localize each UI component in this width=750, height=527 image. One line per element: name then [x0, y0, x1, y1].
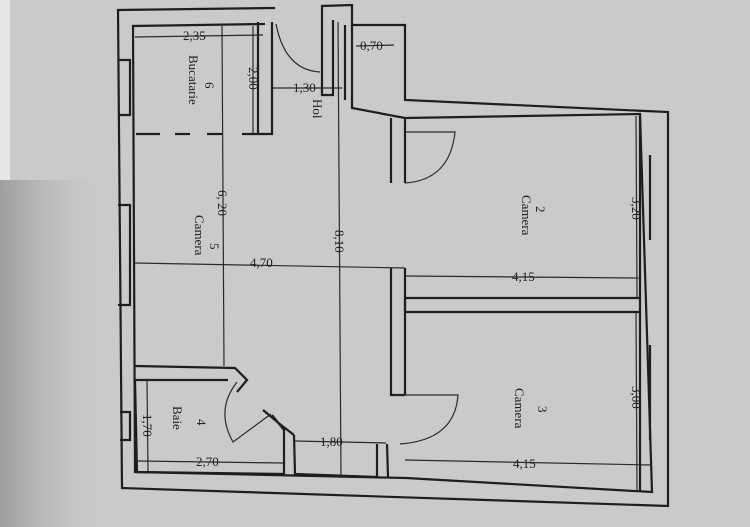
room-number-6: 6 [202, 82, 217, 89]
room3-door-swing [393, 394, 459, 445]
room-number-2: 2 [533, 206, 548, 213]
dim-room5-length: 6, 20 [215, 190, 230, 216]
room-name-bucatarie: Bucatarie [186, 55, 201, 105]
room-name-hol: Hol [310, 99, 325, 119]
dim-room3-width: 4,15 [513, 456, 536, 471]
room-name-camera-3: Camera [512, 388, 527, 429]
room-number-5: 5 [207, 243, 222, 250]
dim-room2-width: 4,15 [512, 269, 535, 284]
dim-bath-width: 2,70 [196, 454, 219, 469]
room-number-3: 3 [535, 406, 550, 413]
shadow [0, 180, 110, 527]
dim-hall-length: 8,10 [332, 230, 347, 253]
dimension-lines [134, 21, 652, 492]
bath-door-swing [224, 381, 272, 443]
dim-hall-door: 1,30 [293, 80, 316, 95]
dim-kitchen-width: 2,35 [183, 28, 206, 43]
room-name-camera-2: Camera [519, 195, 534, 236]
entrance-door-swing [275, 23, 321, 73]
dim-room3-depth: 3,00 [629, 386, 644, 409]
dim-bath-depth: 1,70 [140, 414, 155, 437]
paper-edge [0, 0, 10, 190]
dim-room5-width: 4,70 [250, 255, 273, 270]
dim-kitchen-depth: 2,00 [246, 67, 261, 90]
room2-door-swing [404, 131, 456, 184]
doors [224, 23, 459, 445]
room-number-4: 4 [194, 419, 209, 426]
outer-walls [116, 3, 670, 508]
dim-room2-depth: 3,20 [629, 197, 644, 220]
room-name-camera-5: Camera [192, 215, 207, 256]
interior-walls [118, 20, 652, 492]
dim-hall-width: 1,80 [320, 434, 343, 449]
dim-shaft: 0,70 [360, 38, 383, 53]
room-name-baie: Baie [170, 406, 185, 430]
